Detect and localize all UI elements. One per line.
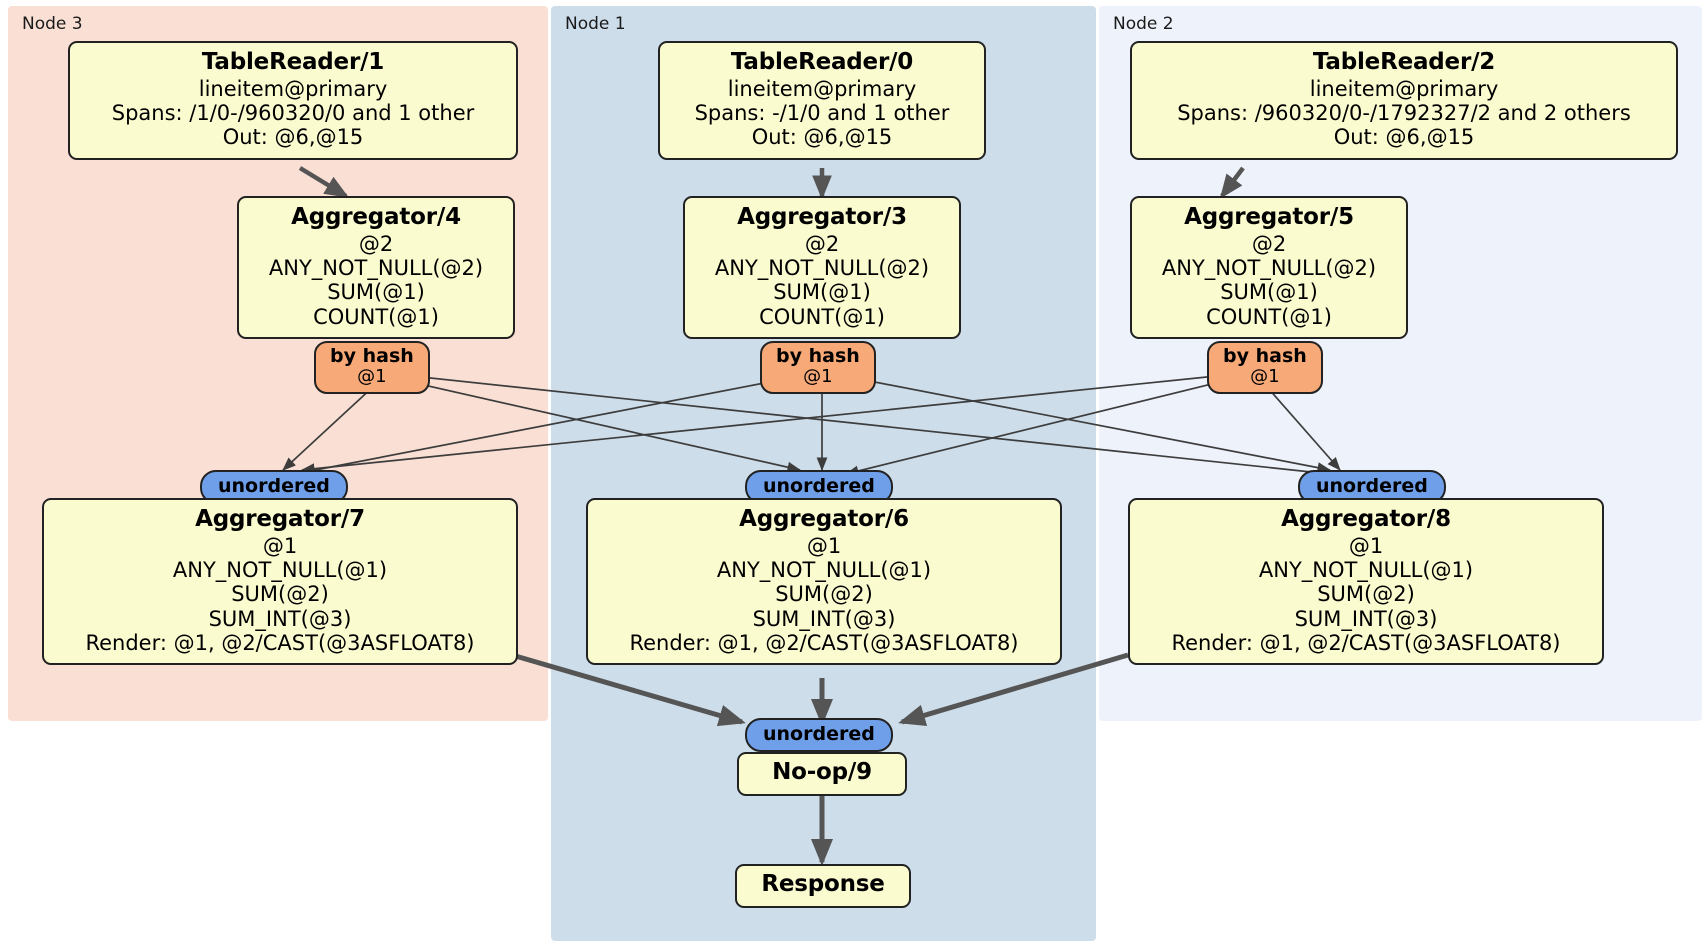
- node-title: Aggregator/5: [1184, 204, 1354, 230]
- node-line: @2: [358, 231, 394, 256]
- node-line: SUM(@1): [773, 280, 871, 305]
- node-line: lineitem@primary: [727, 76, 917, 101]
- node-line: SUM_INT(@3): [208, 606, 352, 631]
- router-sublabel: @1: [357, 366, 387, 388]
- node-panel-label-node3: Node 3: [22, 14, 83, 34]
- node-line: ANY_NOT_NULL(@2): [1161, 256, 1377, 281]
- router-by-hash-right[interactable]: by hash @1: [1207, 341, 1323, 395]
- node-title: TableReader/2: [1312, 49, 1496, 75]
- node-line: Spans: /960320/0-/1792327/2 and 2 others: [1177, 101, 1631, 126]
- node-line: Render: @1, @2/CAST(@3ASFLOAT8): [85, 631, 475, 656]
- node-title: Aggregator/7: [195, 506, 365, 532]
- node-line: lineitem@primary: [1309, 76, 1499, 101]
- router-label: by hash: [776, 345, 860, 367]
- node-line: ANY_NOT_NULL(@1): [1258, 558, 1474, 583]
- node-line: COUNT(@1): [313, 304, 439, 329]
- node-tablereader-2[interactable]: TableReader/2 lineitem@primary Spans: /9…: [1130, 41, 1678, 160]
- node-line: COUNT(@1): [759, 304, 885, 329]
- node-line: @1: [806, 533, 842, 558]
- node-line: ANY_NOT_NULL(@2): [714, 256, 930, 281]
- router-sublabel: @1: [803, 366, 833, 388]
- router-label: by hash: [1223, 345, 1307, 367]
- node-aggregator-5[interactable]: Aggregator/5 @2 ANY_NOT_NULL(@2) SUM(@1)…: [1130, 196, 1408, 340]
- node-line: SUM(@2): [231, 582, 329, 607]
- node-line: ANY_NOT_NULL(@2): [268, 256, 484, 281]
- node-noop-9[interactable]: No-op/9: [737, 752, 907, 796]
- node-tablereader-1[interactable]: TableReader/1 lineitem@primary Spans: /1…: [68, 41, 518, 160]
- node-aggregator-4[interactable]: Aggregator/4 @2 ANY_NOT_NULL(@2) SUM(@1)…: [237, 196, 515, 340]
- router-by-hash-center[interactable]: by hash @1: [760, 341, 876, 395]
- node-line: SUM(@1): [1220, 280, 1318, 305]
- node-line: SUM_INT(@3): [1294, 606, 1438, 631]
- router-unordered-final[interactable]: unordered: [745, 718, 893, 753]
- router-by-hash-left[interactable]: by hash @1: [314, 341, 430, 395]
- node-panel-label-node2: Node 2: [1113, 14, 1174, 34]
- node-tablereader-0[interactable]: TableReader/0 lineitem@primary Spans: -/…: [658, 41, 986, 160]
- node-title: TableReader/1: [201, 49, 385, 75]
- node-line: Out: @6,@15: [1333, 125, 1475, 150]
- node-line: SUM(@1): [327, 280, 425, 305]
- node-line: @1: [1348, 533, 1384, 558]
- node-title: Aggregator/8: [1281, 506, 1451, 532]
- node-line: lineitem@primary: [198, 76, 388, 101]
- node-line: SUM(@2): [775, 582, 873, 607]
- router-label: by hash: [330, 345, 414, 367]
- node-title: Aggregator/3: [737, 204, 907, 230]
- node-title: Response: [761, 871, 885, 897]
- node-title: Aggregator/6: [739, 506, 909, 532]
- node-aggregator-8[interactable]: Aggregator/8 @1 ANY_NOT_NULL(@1) SUM(@2)…: [1128, 498, 1604, 666]
- node-line: COUNT(@1): [1206, 304, 1332, 329]
- node-aggregator-7[interactable]: Aggregator/7 @1 ANY_NOT_NULL(@1) SUM(@2)…: [42, 498, 518, 666]
- router-sublabel: @1: [1250, 366, 1280, 388]
- node-line: ANY_NOT_NULL(@1): [716, 558, 932, 583]
- node-panel-label-node1: Node 1: [565, 14, 626, 34]
- node-line: @1: [262, 533, 298, 558]
- node-line: Out: @6,@15: [222, 125, 364, 150]
- node-line: SUM(@2): [1317, 582, 1415, 607]
- node-title: Aggregator/4: [291, 204, 461, 230]
- node-line: Render: @1, @2/CAST(@3ASFLOAT8): [629, 631, 1019, 656]
- node-title: No-op/9: [772, 759, 872, 785]
- node-line: Out: @6,@15: [751, 125, 893, 150]
- node-line: @2: [804, 231, 840, 256]
- node-aggregator-6[interactable]: Aggregator/6 @1 ANY_NOT_NULL(@1) SUM(@2)…: [586, 498, 1062, 666]
- node-line: SUM_INT(@3): [752, 606, 896, 631]
- node-aggregator-3[interactable]: Aggregator/3 @2 ANY_NOT_NULL(@2) SUM(@1)…: [683, 196, 961, 340]
- node-response[interactable]: Response: [735, 864, 911, 908]
- node-line: Spans: /1/0-/960320/0 and 1 other: [111, 101, 475, 126]
- node-title: TableReader/0: [730, 49, 914, 75]
- node-line: Render: @1, @2/CAST(@3ASFLOAT8): [1171, 631, 1561, 656]
- node-line: @2: [1251, 231, 1287, 256]
- node-line: Spans: -/1/0 and 1 other: [694, 101, 950, 126]
- node-line: ANY_NOT_NULL(@1): [172, 558, 388, 583]
